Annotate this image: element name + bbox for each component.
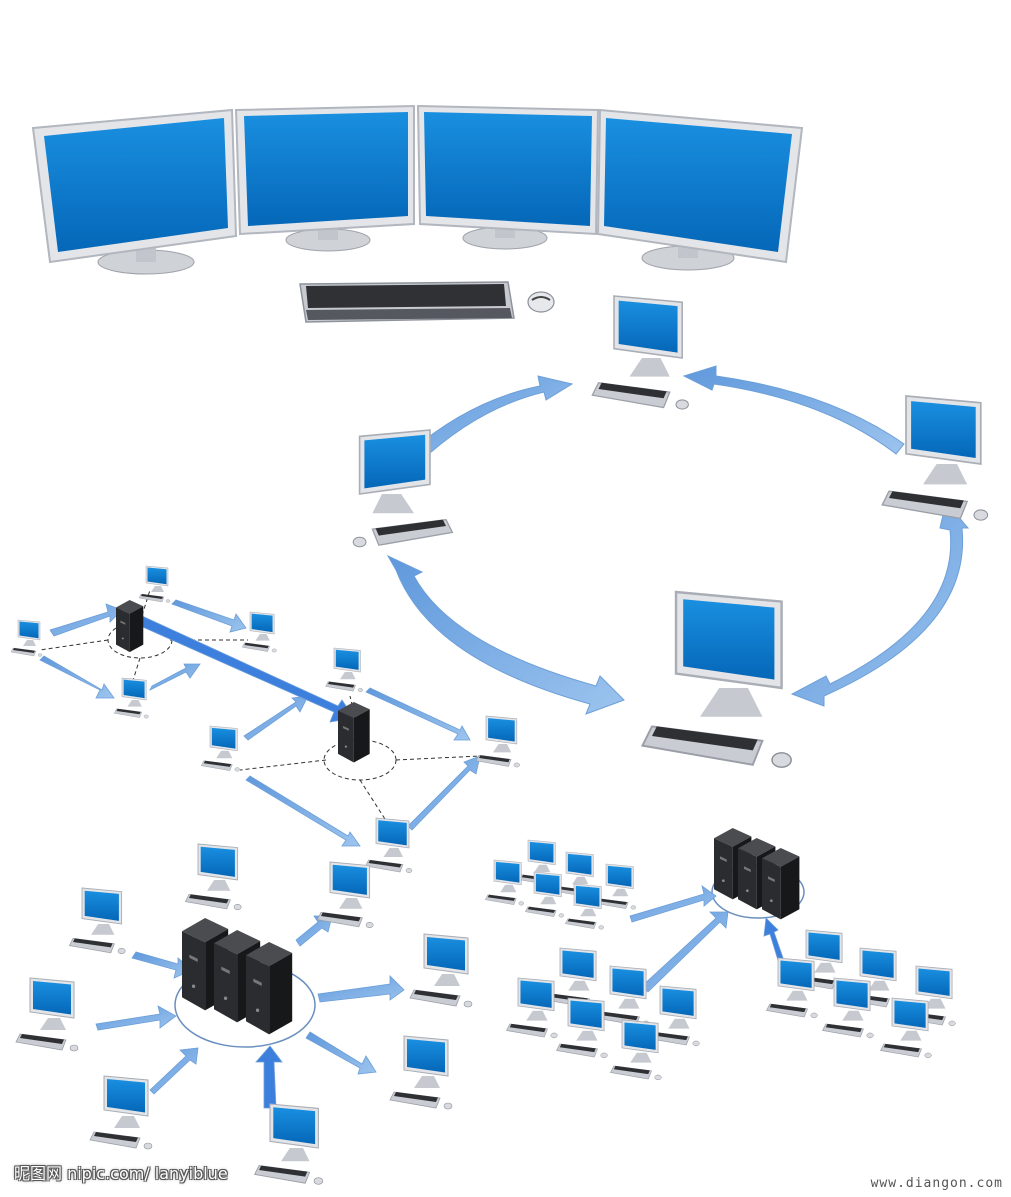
dual-server-arrows [39, 599, 481, 847]
ring-arrows [386, 365, 970, 715]
ring-network [352, 295, 989, 769]
dual-pc-5 [325, 647, 364, 693]
star-arrows [95, 915, 405, 1109]
monitor-2 [234, 104, 415, 252]
mouse [527, 291, 555, 313]
server-cluster-main [714, 828, 800, 920]
ring-pc-right [881, 395, 989, 521]
watermark-diangon: www.diangon.com [870, 1176, 1003, 1191]
ring-pc-left [352, 429, 454, 548]
dual-pc-1 [138, 565, 171, 603]
star-pc-6 [89, 1075, 153, 1150]
monitor-4 [596, 108, 804, 271]
server-cluster-star [182, 918, 293, 1035]
dual-pc-8 [365, 817, 413, 874]
server-right [338, 702, 370, 763]
dual-pc-2 [10, 619, 43, 657]
dual-pc-6 [201, 725, 241, 772]
star-pc-2 [68, 887, 126, 955]
star-pc-4 [15, 977, 79, 1052]
star-pc-3 [316, 861, 374, 929]
star-pc-1 [184, 843, 242, 911]
star-pc-5 [409, 933, 473, 1008]
multi-monitor-workstation [31, 104, 804, 323]
dual-server-network [10, 565, 520, 874]
watermark-nipic: 昵图网 nipic.com/ lanyiblue [14, 1164, 228, 1183]
star-pc-8 [254, 1103, 324, 1185]
monitor-1 [31, 108, 238, 275]
dual-pc-4 [114, 677, 149, 719]
server-cluster-network [485, 828, 956, 1081]
monitor-3 [416, 104, 600, 250]
pc-group-right [766, 929, 956, 1059]
keyboard [299, 281, 515, 323]
ring-pc-top [591, 295, 690, 410]
star-network [15, 843, 473, 1185]
server-left [116, 600, 144, 653]
ring-pc-bottom [641, 590, 793, 769]
pc-group-top [485, 839, 637, 930]
star-pc-7 [389, 1035, 453, 1110]
dual-pc-3 [242, 611, 277, 653]
dual-pc-7 [475, 715, 520, 768]
